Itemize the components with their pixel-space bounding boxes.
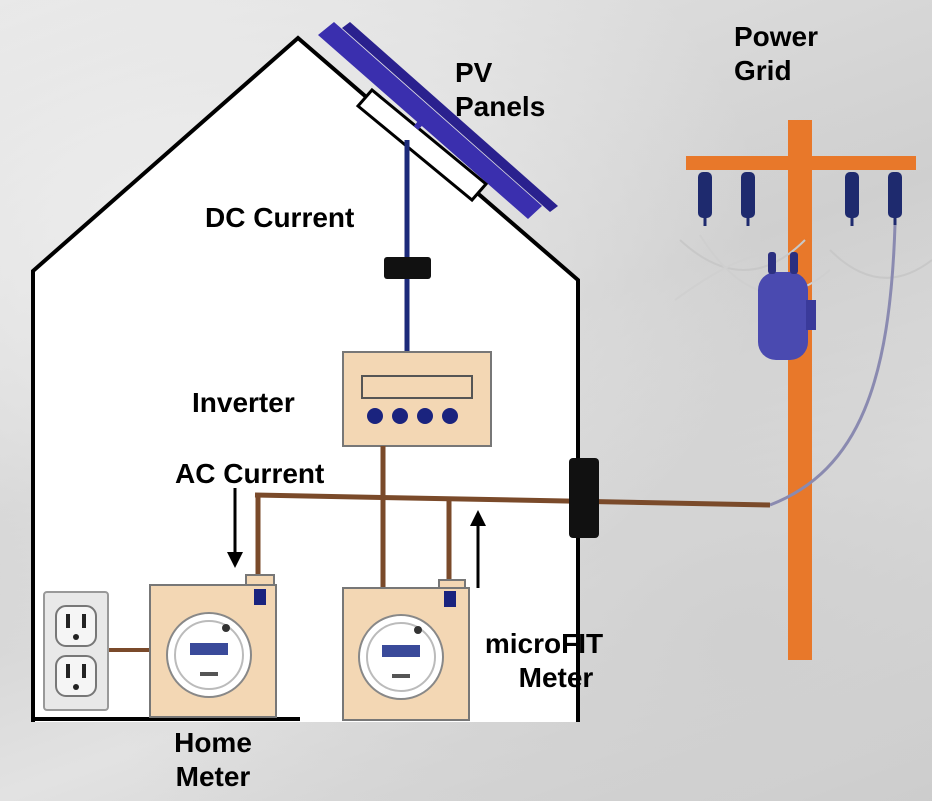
arrow-up-icon bbox=[470, 510, 486, 588]
home-label-line1: Home bbox=[174, 727, 252, 758]
ac-current-label: AC Current bbox=[175, 458, 325, 489]
transformer-icon bbox=[758, 252, 816, 360]
pv-panels-label: PV Panels bbox=[455, 56, 545, 124]
house bbox=[31, 35, 580, 722]
insulator-icon bbox=[698, 172, 712, 226]
inverter-icon bbox=[342, 351, 492, 447]
microfit-label-line2: Meter bbox=[518, 662, 594, 693]
wall-entrance-icon bbox=[569, 458, 599, 538]
home-meter-label: Home Meter bbox=[158, 726, 268, 794]
insulator-icon bbox=[845, 172, 859, 226]
arrow-down-icon bbox=[227, 488, 243, 568]
insulators bbox=[698, 172, 902, 226]
dc-current-label: DC Current bbox=[205, 202, 355, 233]
house-outline-stroke bbox=[31, 35, 580, 722]
wall-outlet-icon bbox=[43, 591, 109, 711]
dc-disconnect-icon bbox=[384, 257, 431, 279]
insulator-icon bbox=[888, 172, 902, 226]
grid-label-line1: Power bbox=[734, 21, 819, 52]
service-drop-wire bbox=[769, 224, 897, 507]
grid-label-line2: Grid bbox=[734, 55, 792, 86]
inverter-label: Inverter bbox=[192, 387, 295, 418]
microfit-meter-label: microFIT Meter bbox=[469, 627, 619, 695]
ac-wiring bbox=[108, 446, 771, 652]
home-meter-icon bbox=[149, 574, 277, 718]
solar-panel-icon bbox=[318, 22, 558, 219]
microfit-meter-icon bbox=[342, 579, 470, 721]
pv-label-line2: Panels bbox=[455, 91, 546, 122]
house-outline bbox=[33, 38, 578, 722]
power-grid-label: Power Grid bbox=[734, 20, 818, 88]
home-label-line2: Meter bbox=[175, 761, 251, 792]
pv-label-line1: PV bbox=[455, 57, 493, 88]
insulator-icon bbox=[741, 172, 755, 226]
microfit-label-line1: microFIT bbox=[484, 628, 604, 659]
